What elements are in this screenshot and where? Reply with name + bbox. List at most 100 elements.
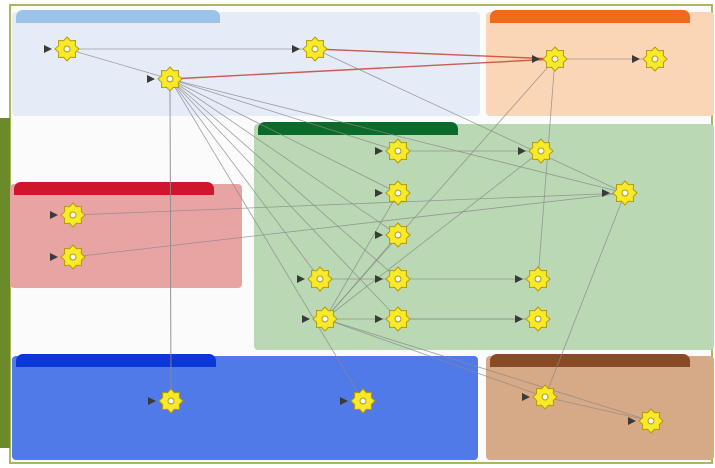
input-arrow-icon [632,55,640,63]
process-node[interactable] [353,222,443,262]
edge-line [169,78,364,402]
input-arrow-icon [532,55,540,63]
process-node[interactable] [493,306,583,346]
process-node[interactable] [353,306,443,346]
process-node[interactable] [270,36,360,76]
edge-line [169,78,399,152]
edge-line [324,318,546,398]
gear-icon [525,306,551,332]
edge-line [324,192,399,320]
gear-icon [60,244,86,270]
process-node[interactable] [353,138,443,178]
gear-icon [385,180,411,206]
input-arrow-icon [375,275,383,283]
group-top-right-header [490,10,690,23]
edge-line [324,150,542,320]
gear-icon [385,222,411,248]
process-node[interactable] [496,138,586,178]
edge-line [169,58,556,80]
gear-icon [302,36,328,62]
input-arrow-icon [147,75,155,83]
process-node[interactable] [580,180,670,220]
gear-icon [60,202,86,228]
process-node[interactable] [510,46,600,86]
edge-line [169,78,626,194]
gear-icon [385,138,411,164]
gear-icon [385,306,411,332]
process-node[interactable] [28,202,118,242]
input-arrow-icon [515,275,523,283]
gear-icon [638,408,664,434]
gear-icon [612,180,638,206]
input-arrow-icon [518,147,526,155]
gear-icon [525,266,551,292]
edge-line [324,318,652,422]
process-node[interactable] [606,408,696,448]
edge-line [169,78,172,402]
process-node[interactable] [610,46,700,86]
group-top-right [486,10,714,116]
input-arrow-icon [297,275,305,283]
gear-icon [542,46,568,72]
gear-icon [54,36,80,62]
input-arrow-icon [302,315,310,323]
gear-icon [158,388,184,414]
input-arrow-icon [50,211,58,219]
process-node[interactable] [126,388,216,428]
edge-line [72,192,626,258]
group-center-header [258,122,458,135]
input-arrow-icon [148,397,156,405]
edge-line [544,192,626,398]
input-arrow-icon [522,393,530,401]
edge-line [72,192,626,216]
group-left-red-header [14,182,214,195]
gear-icon [642,46,668,72]
group-bottom-blue-header [16,354,216,367]
group-bottom-brown [486,354,714,460]
input-arrow-icon [375,315,383,323]
input-arrow-icon [375,189,383,197]
edge-line [169,78,321,280]
gear-icon [312,306,338,332]
input-arrow-icon [292,45,300,53]
input-arrow-icon [340,397,348,405]
edge-line [314,48,556,60]
edge-line [537,58,556,280]
edge-line [324,58,556,320]
group-left-red [10,182,242,288]
side-accent-bar [0,118,10,448]
gear-icon [350,388,376,414]
input-arrow-icon [375,231,383,239]
process-node[interactable] [28,244,118,284]
edge-line [169,78,399,280]
group-bottom-blue [12,354,478,460]
gear-icon [385,266,411,292]
input-arrow-icon [375,147,383,155]
gear-icon [157,66,183,92]
process-node[interactable] [500,384,590,424]
input-arrow-icon [50,253,58,261]
gear-icon [307,266,333,292]
gear-icon [532,384,558,410]
group-top-left-header [16,10,220,23]
group-bottom-brown-header [490,354,690,367]
process-node[interactable] [275,266,365,306]
input-arrow-icon [515,315,523,323]
edge-line [169,78,399,194]
input-arrow-icon [628,417,636,425]
edge-line [169,78,399,236]
process-node[interactable] [493,266,583,306]
process-node[interactable] [125,66,215,106]
edge-line [66,48,171,80]
process-node[interactable] [353,266,443,306]
process-node[interactable] [318,388,408,428]
process-node[interactable] [353,180,443,220]
group-top-left [12,10,480,116]
input-arrow-icon [44,45,52,53]
process-node[interactable] [22,36,112,76]
gear-icon [528,138,554,164]
input-arrow-icon [602,189,610,197]
edge-line [314,48,626,194]
process-node[interactable] [280,306,370,346]
